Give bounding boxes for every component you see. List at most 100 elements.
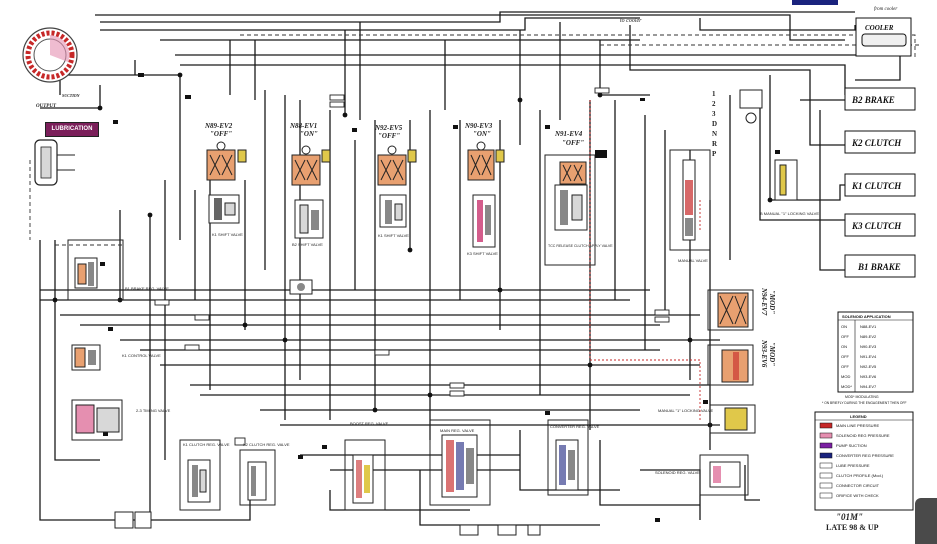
legend-swatch	[819, 432, 833, 439]
manual-valve-label: MANUAL VALVE	[678, 258, 708, 263]
hydraulic-lines	[39, 11, 901, 526]
sol-row-name: N91-EV4	[860, 354, 877, 359]
legend-swatch	[819, 462, 833, 469]
k2-clutch-reg-valve-body	[239, 449, 276, 506]
legend-swatch	[819, 492, 833, 499]
gear-2: 2	[712, 100, 716, 108]
sol-row-state: OFF	[841, 364, 850, 369]
n90-state: "ON"	[473, 130, 491, 138]
sol-row-state: MOD*	[841, 384, 852, 389]
b-manual-locking-valve-body	[774, 159, 798, 201]
solenoid-n91-body	[544, 150, 607, 266]
solenoid-table-frame	[837, 311, 914, 393]
sol-row-state: OFF	[841, 354, 850, 359]
boost-reg-valve-body	[344, 439, 386, 511]
sol-table-title: SOLENOID APPLICATION	[842, 314, 891, 319]
gear-1: 1	[712, 90, 716, 98]
solenoid-n89-body	[206, 141, 247, 224]
n89-title: N89-EV2	[204, 122, 233, 130]
legend-swatch	[819, 442, 833, 449]
sol-row-name: N94-EV7	[860, 384, 877, 389]
legend-item-label: ORIFICE WITH CHECK	[836, 493, 879, 498]
model-year: LATE 98 & UP	[826, 523, 879, 532]
legend-swatch	[819, 452, 833, 459]
gear-r: R	[712, 140, 718, 148]
legend-swatch	[819, 472, 833, 479]
k1-control-valve-body	[71, 344, 101, 371]
sol-note-1: MOD* MODULATING	[845, 395, 879, 399]
model-code: "01M"	[836, 512, 863, 522]
legend-swatch	[819, 422, 833, 429]
converter-reg-label: CONVERTER REG. VALVE	[550, 424, 600, 429]
gear-d: D	[712, 120, 717, 128]
n92-state: "OFF"	[378, 132, 400, 140]
solenoid-n92-body	[377, 145, 417, 228]
asp-valve	[739, 89, 763, 124]
sol-row-state: OFF	[841, 334, 850, 339]
k2-clutch-reg-label: K2 CLUTCH REG. VALVE	[243, 442, 290, 447]
legend-item-label: SOLENOID REG PRESSURE	[836, 433, 890, 438]
to-cooler-label: to cooler	[620, 18, 642, 24]
gear-p: P	[712, 150, 717, 158]
b1-brake-label: B1 BRAKE	[857, 262, 901, 272]
n92-valve-label: K1 SHIFT VALVE	[378, 233, 409, 238]
pressure-switch	[289, 279, 313, 295]
output-label: OUTPUT	[36, 104, 57, 109]
top-right-badge	[792, 0, 838, 5]
inline-orifices	[154, 87, 670, 446]
k3-clutch-label: K3 CLUTCH	[851, 221, 902, 231]
solenoid-n94-body	[707, 289, 754, 331]
n91-valve-label: TCC RELEASE CLUTCH APPLY VALVE	[548, 244, 613, 248]
legend-swatch	[819, 482, 833, 489]
legend-items: MAIN LINE PRESSURE SOLENOID REG PRESSURE P…	[819, 422, 894, 499]
k1-control-label: K1 CONTROL VALVE	[122, 353, 161, 358]
oil-pump	[22, 27, 78, 83]
solenoid-reg-valve-body	[699, 454, 749, 496]
legend-item-label: PUMP SUCTION	[836, 443, 867, 448]
n91-title: N91-EV4	[554, 130, 583, 138]
sol-row-state: ON	[841, 344, 847, 349]
n89-state: "OFF"	[210, 130, 232, 138]
timing-valve-body	[71, 399, 123, 441]
output-boxes	[844, 17, 916, 278]
b-manual-locking-label: B MANUAL "1" LOCKING VALVE	[760, 211, 819, 216]
manual-locking-valve-body	[709, 404, 756, 434]
n90-title: N90-EV3	[464, 122, 493, 130]
n93-state: "MOD"	[768, 342, 776, 366]
legend-title: LEGEND	[850, 414, 867, 419]
k2-clutch-label: K2 CLUTCH	[851, 138, 902, 148]
manual-locking-label: MANUAL "1" LOCKING VALVE	[658, 408, 714, 413]
lubrication-label: LUBRICATION	[51, 126, 93, 132]
b1-brake-reg-label: B1 BRAKE REG. VALVE	[125, 286, 169, 291]
cooler-label: COOLER	[865, 24, 894, 32]
b1-brake-reg-valve-body	[67, 239, 124, 301]
solenoid-reg-label: SOLENOID REG. VALVE	[655, 470, 700, 475]
legend-item-label: MAIN LINE PRESSURE	[836, 423, 879, 428]
orifice-markers	[100, 73, 780, 522]
boost-reg-label: BOOST REG. VALVE	[350, 421, 389, 426]
solenoid-n88-body	[291, 145, 331, 239]
solenoid-n90-body	[467, 141, 505, 248]
sol-row-state: MOD	[841, 374, 850, 379]
sol-row-name: N93-EV6	[860, 374, 877, 379]
sol-row-name: N88-EV1	[860, 324, 877, 329]
timing-label: 2-3 TIMING VALVE	[136, 408, 171, 413]
n90-valve-label: K3 SHIFT VALVE	[467, 251, 498, 256]
corner-badge[interactable]	[915, 498, 937, 544]
torque-converter	[34, 139, 75, 186]
converter-reg-valve-body	[547, 419, 589, 496]
n94-state: "MOD"	[768, 290, 776, 314]
legend-item-label: CONNECTOR CIRCUIT	[836, 483, 880, 488]
n88-valve-label: B2 SHIFT VALVE	[292, 242, 323, 247]
sol-row-state: ON	[841, 324, 847, 329]
b2-brake-label: B2 BRAKE	[851, 95, 895, 105]
k1-clutch-reg-valve-body	[179, 439, 221, 511]
bottom-center-fittings	[459, 524, 541, 536]
sol-row-name: N92-EV5	[860, 364, 877, 369]
legend-item-label: CLUTCH PROFILE (Mod.)	[836, 473, 884, 478]
k1-clutch-reg-label: K1 CLUTCH REG. VALVE	[183, 442, 230, 447]
n94-title: N94-EV7	[760, 287, 768, 316]
gear-n: N	[712, 130, 717, 138]
